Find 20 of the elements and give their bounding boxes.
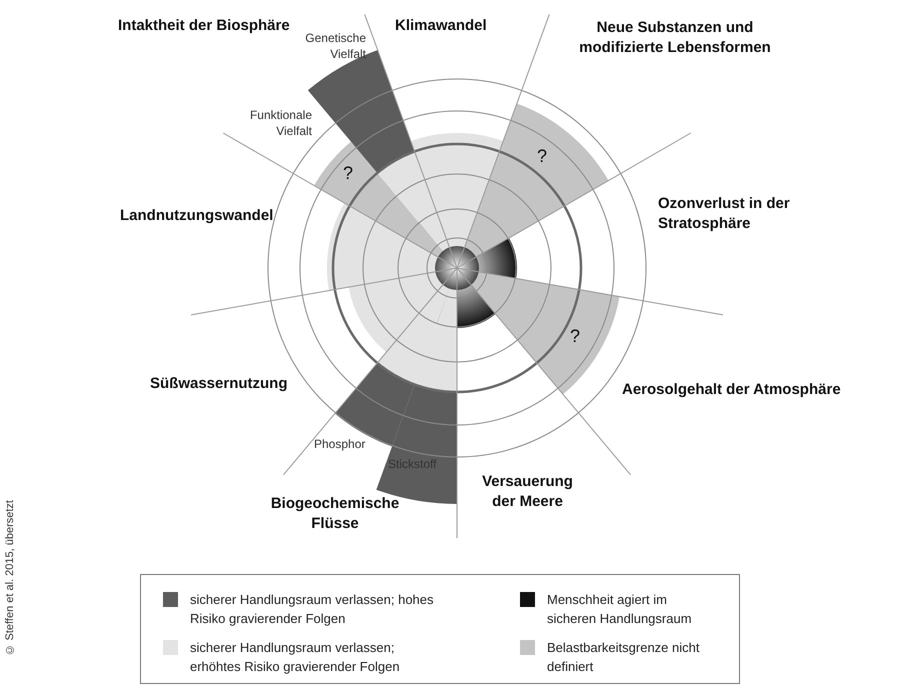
legend-text: sicherer Handlungsraum verlassen; erhöhtes Risiko gravierender Folgen [190, 639, 401, 676]
legend-text: sicherer Handlungsraum verlassen; hohes Risiko gravierender Folgen [190, 591, 435, 628]
category-label: Intaktheit der Biosphäre [118, 16, 291, 36]
question-mark: ? [343, 162, 354, 184]
category-label: Ozonverlust in der Stratosphäre [658, 194, 791, 234]
question-mark: ? [570, 325, 582, 347]
legend-text: Belastbarkeitsgrenze nicht definiert [547, 639, 700, 676]
subcategory-label: Phosphor [314, 436, 366, 452]
category-label: Aerosolgehalt der Atmosphäre [622, 380, 842, 400]
category-label: Neue Substanzen und modifizierte Lebensformen [578, 18, 772, 58]
subcategory-label: Funktionale Vielfalt [248, 107, 312, 139]
category-label: Versauerung der Meere [481, 472, 574, 512]
category-label: Klimawandel [395, 16, 488, 36]
question-mark: ? [537, 145, 548, 167]
legend-text: Menschheit agiert im sicheren Handlungsraum [547, 591, 693, 628]
category-label: Süßwassernutzung [150, 374, 289, 394]
source-credit: © Steffen et al. 2015, übersetzt [3, 500, 17, 656]
category-label: Landnutzungswandel [120, 206, 274, 226]
subcategory-label: Genetische Vielfalt [304, 30, 366, 62]
category-label: Biogeochemische Flüsse [270, 494, 400, 534]
